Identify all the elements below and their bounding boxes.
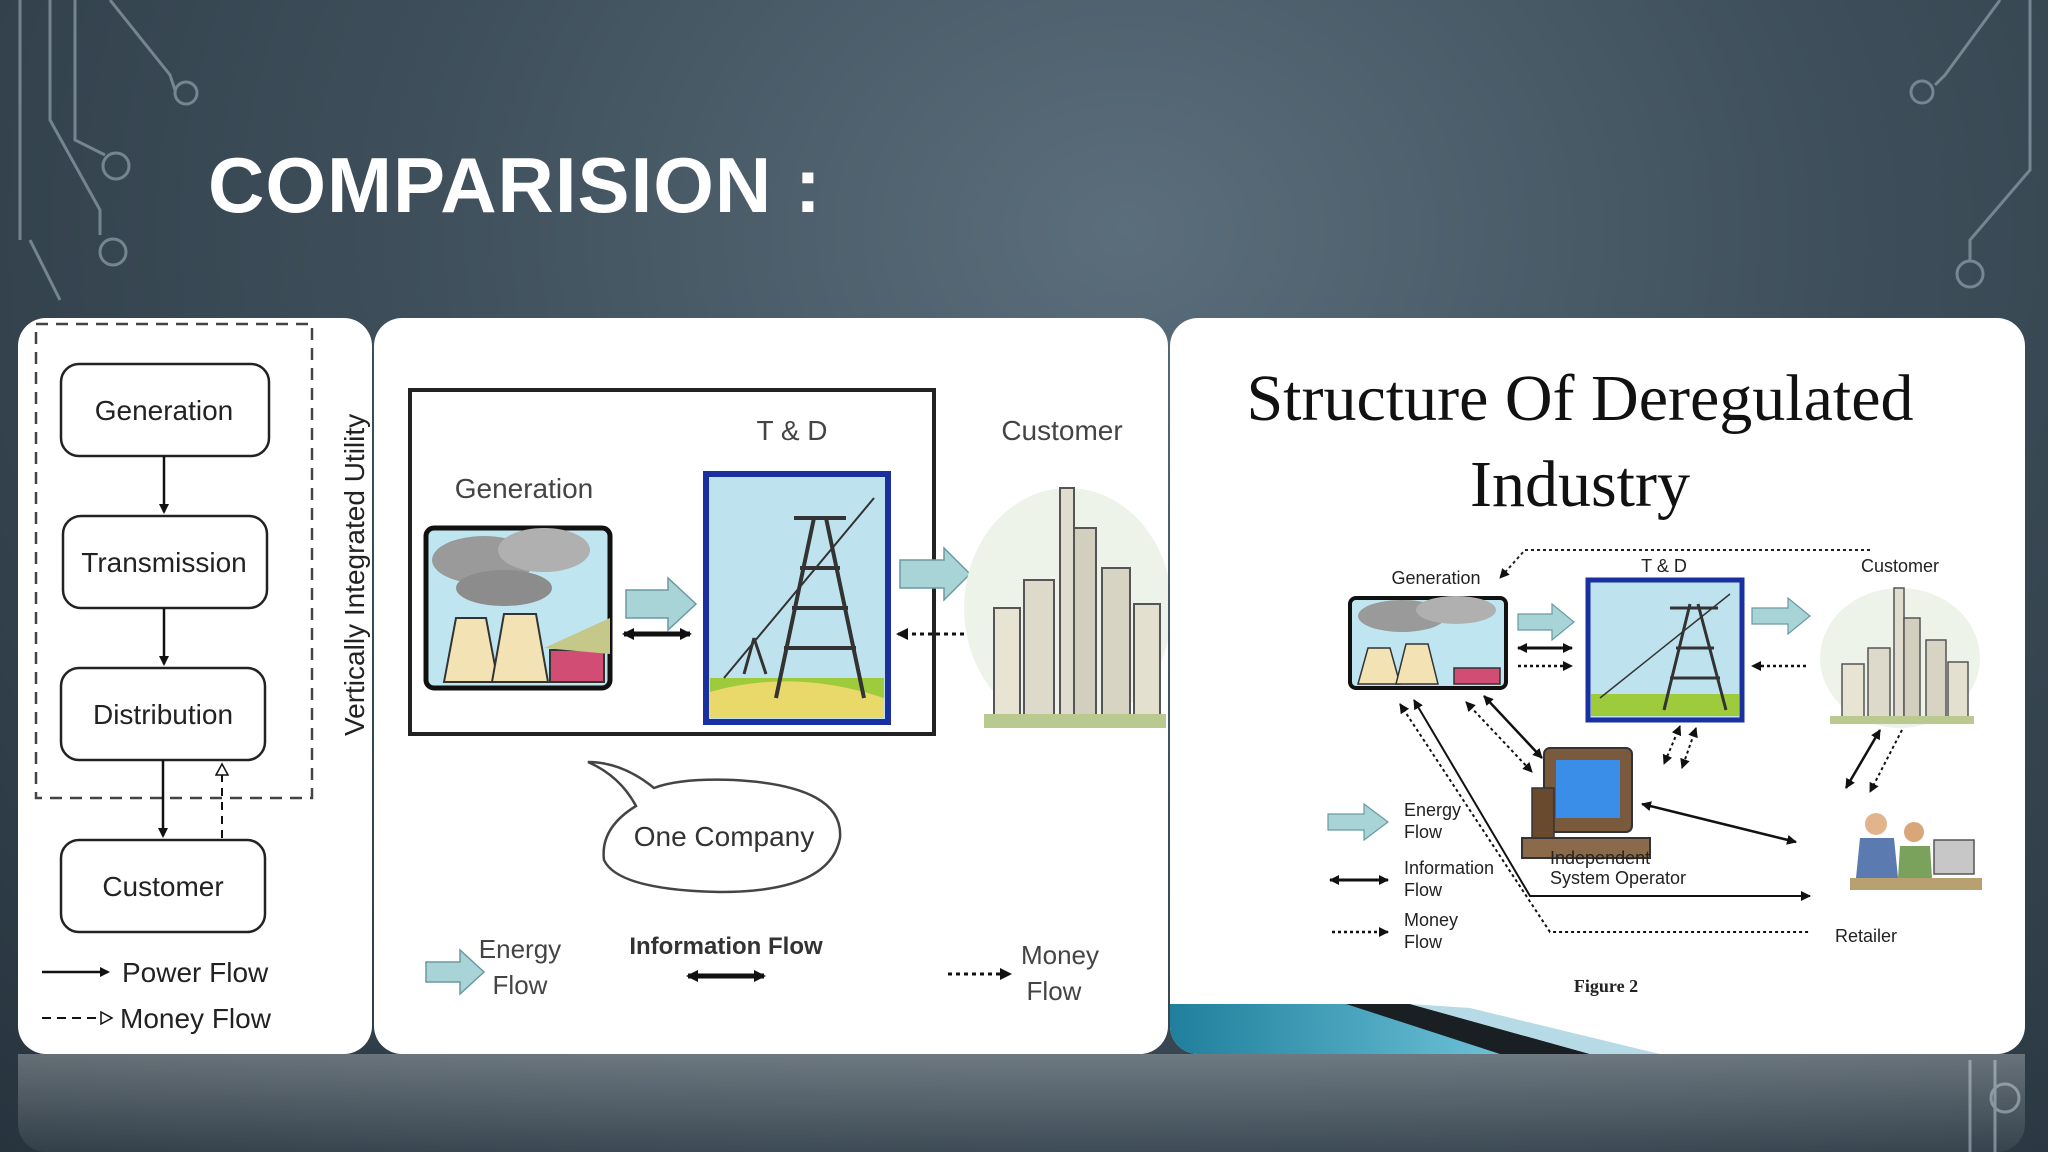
label-iso-line2: System Operator (1550, 868, 1686, 888)
deregulated-title-line2: Industry (1470, 448, 1690, 521)
vertically-integrated-panel: Generation Transmission Distribution Cus… (18, 318, 372, 1054)
svg-text:Customer: Customer (102, 871, 223, 902)
vertical-utility-label: Vertically Integrated Utility (339, 414, 370, 736)
label-customer: Customer (1861, 556, 1939, 576)
label-iso-line1: Independent (1550, 848, 1650, 868)
label-retailer: Retailer (1835, 926, 1897, 946)
computer-icon (1521, 747, 1651, 859)
one-company-callout: One Company (587, 760, 842, 894)
utility-boundary (34, 322, 314, 800)
transmission-tower-icon (1585, 577, 1745, 723)
transmission-tower-icon (703, 471, 891, 725)
retailer-people-icon (1850, 813, 1982, 890)
swoosh-decoration (1170, 1004, 1660, 1054)
label-generation: Generation (1391, 568, 1480, 588)
legend-energy: Energy Flow (425, 934, 561, 1000)
legend-energy: Energy Flow (1327, 800, 1461, 842)
svg-text:Flow: Flow (1027, 976, 1082, 1006)
svg-text:Money: Money (1404, 910, 1458, 930)
energy-arrow-gen-td (625, 576, 698, 632)
svg-text:Flow: Flow (1404, 822, 1443, 842)
box-customer: Customer (59, 838, 267, 934)
slide-title: COMPARISION : (208, 141, 822, 229)
power-plant-icon (423, 525, 613, 691)
deregulated-title-line1: Structure Of Deregulated (1246, 362, 1913, 435)
figure-caption: Figure 2 (1574, 976, 1638, 996)
power-plant-icon (1348, 596, 1508, 690)
city-skyline-icon (964, 487, 1168, 728)
box-transmission: Transmission (61, 514, 269, 610)
svg-text:Money Flow: Money Flow (120, 1003, 272, 1034)
city-skyline-icon (1820, 587, 1980, 728)
one-company-panel: Generation T & D Customer (374, 318, 1168, 1054)
svg-text:Transmission: Transmission (81, 547, 246, 578)
legend-money: Money Flow (1332, 910, 1458, 952)
label-td: T & D (756, 415, 827, 446)
svg-text:Information Flow: Information Flow (629, 933, 823, 960)
legend-information: Information Flow (629, 933, 823, 982)
svg-text:Flow: Flow (1404, 880, 1443, 900)
label-customer: Customer (1001, 415, 1122, 446)
deregulated-industry-panel: Structure Of Deregulated Industry Genera… (1170, 318, 2025, 1054)
svg-text:Flow: Flow (1404, 932, 1443, 952)
box-distribution: Distribution (59, 666, 267, 762)
legend-power-flow: Power Flow (42, 957, 269, 988)
svg-text:Money: Money (1021, 940, 1099, 970)
svg-text:Flow: Flow (493, 970, 548, 1000)
energy-arrow-td-customer (899, 546, 972, 602)
label-td: T & D (1641, 556, 1687, 576)
svg-text:Power Flow: Power Flow (122, 957, 269, 988)
svg-text:One Company: One Company (634, 821, 815, 852)
legend-money-flow: Money Flow (42, 1003, 272, 1034)
svg-text:Energy: Energy (1404, 800, 1461, 820)
box-generation: Generation (59, 362, 271, 458)
svg-text:Energy: Energy (479, 934, 561, 964)
svg-text:Generation: Generation (95, 395, 234, 426)
svg-text:Information: Information (1404, 858, 1494, 878)
label-generation: Generation (455, 473, 594, 504)
legend-information: Information Flow (1329, 858, 1494, 900)
legend-money: Money Flow (948, 940, 1099, 1006)
svg-text:Distribution: Distribution (93, 699, 233, 730)
